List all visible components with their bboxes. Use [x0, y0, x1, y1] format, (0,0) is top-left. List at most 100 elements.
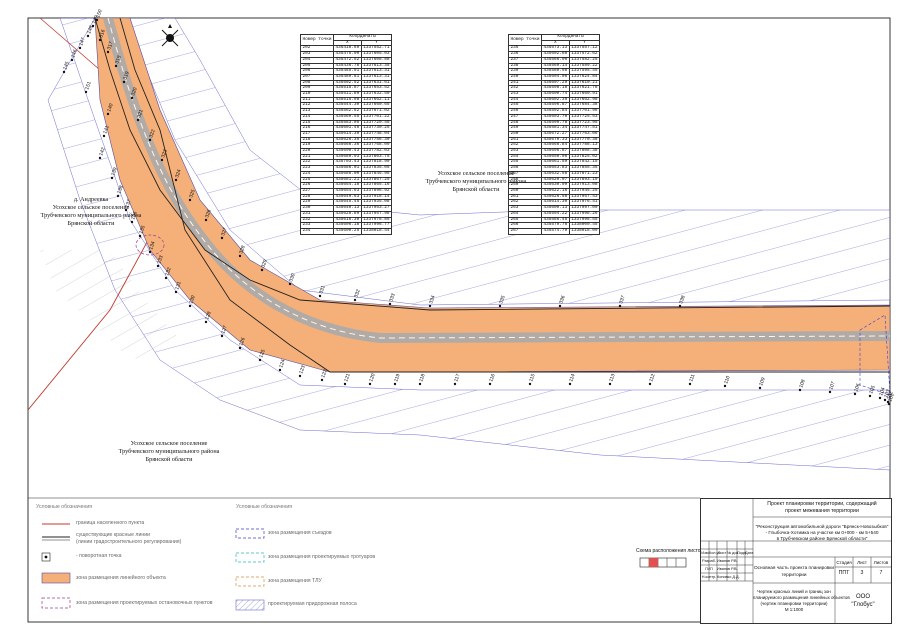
- legend-item-point: - поворотная точка: [76, 553, 122, 559]
- turning-point-marker: [148, 138, 152, 142]
- table-cell: 262: [508, 199, 542, 207]
- turning-point-marker: [608, 382, 612, 386]
- table-cell: 233: [300, 222, 334, 229]
- turning-point-label: 324: [174, 169, 183, 179]
- table-cell: 228: [300, 193, 334, 201]
- table-cell: 255: [508, 159, 542, 167]
- settlement-label-line: Трубчевского муниципального района: [40, 212, 142, 219]
- turning-point-label: 139: [110, 167, 119, 177]
- table-cell: 1337867.25: [360, 176, 393, 184]
- turning-point-label: 101: [887, 393, 896, 403]
- table-cell: 1337557.12: [568, 45, 601, 53]
- table-cell: 1337818.90: [360, 159, 393, 167]
- turning-point-marker: [98, 156, 102, 160]
- legend-item-tlu: зона размещения ТЛУ: [268, 578, 322, 584]
- turning-point-label: 321: [136, 109, 145, 119]
- turning-point-marker: [343, 382, 347, 386]
- settlement-label-line: Брянской области: [145, 456, 193, 463]
- turning-point-label: 118: [418, 373, 426, 383]
- table-cell: 1337730.25: [360, 125, 393, 132]
- signer-1-col4: № док.: [727, 551, 740, 555]
- turning-point-marker: [136, 118, 140, 122]
- turning-point-marker: [868, 394, 872, 398]
- settlement-label-line: Брянской области: [452, 186, 500, 193]
- table-cell: 202: [300, 45, 334, 53]
- turning-point-label: 327: [220, 227, 229, 237]
- table-cell: 1337803.75: [360, 153, 393, 161]
- turning-point-label: 334: [428, 295, 437, 305]
- turning-point-marker: [220, 236, 224, 240]
- turning-point-label: 146: [70, 49, 79, 59]
- turning-point-marker: [353, 298, 357, 302]
- table-cell: 218: [300, 136, 334, 144]
- table-cell: 266: [508, 222, 542, 229]
- table-cell: 234: [300, 227, 334, 235]
- turning-point-marker: [62, 70, 66, 74]
- table-cell: 1337788.13: [568, 142, 601, 150]
- legend-item-sidewalks: зона размещения проектируемых тротуаров: [268, 554, 376, 560]
- turning-point-label: 140: [106, 103, 115, 113]
- turning-point-marker: [678, 304, 682, 308]
- turning-point-label: 335: [498, 295, 507, 305]
- sheet-title-2: территории: [781, 572, 807, 577]
- turning-point-marker: [102, 134, 106, 138]
- turning-point-label: 149: [91, 15, 100, 25]
- signer-1-col6: Дата: [745, 551, 754, 555]
- legend-title-left: Условные обозначения: [36, 504, 93, 510]
- table-cell: 1337748.04: [360, 130, 393, 138]
- legend-item-stops: зона размещения проектируемых остановочн…: [76, 600, 213, 606]
- turning-point-marker: [853, 392, 857, 396]
- turning-point-marker: [130, 220, 134, 224]
- table-cell: 249: [508, 125, 542, 132]
- turning-point-label: 145: [62, 61, 71, 71]
- turning-point-label: 150: [95, 9, 104, 19]
- turning-point-marker: [188, 198, 192, 202]
- sheet-scheme-label: Схема расположения листов: [636, 548, 704, 554]
- turning-point-marker: [688, 382, 692, 386]
- turning-point-label: 122: [320, 369, 329, 379]
- turning-point-label: 333: [388, 293, 397, 303]
- turning-point-label: 109: [758, 377, 767, 387]
- turning-point-label: 127: [220, 325, 229, 335]
- turning-point-marker: [883, 398, 887, 402]
- turning-point-label: 141: [102, 125, 111, 135]
- turning-point-label: 114: [568, 373, 576, 383]
- turning-point-marker: [95, 18, 99, 22]
- turning-point-marker: [618, 304, 622, 308]
- turning-point-marker: [110, 176, 114, 180]
- sheet-value: 3: [860, 570, 864, 576]
- table-cell: 227: [300, 188, 334, 195]
- table-cell: 1337855.35: [568, 165, 601, 172]
- drawing-title-2: планируемого размещения линейных объекто…: [753, 595, 850, 600]
- table-cell: 1338000.45: [568, 222, 601, 229]
- legend-item-red-lines: существующие красные линии: [76, 532, 151, 538]
- turning-point-label: 318: [114, 55, 123, 65]
- table-cell: 231: [300, 210, 334, 218]
- table-cell: 220: [300, 148, 334, 155]
- table-cell: 265: [508, 216, 542, 224]
- legend-item-road-zone: зона размещения линейного объекта: [76, 575, 166, 581]
- turning-point-marker: [418, 382, 422, 386]
- signer-1-role: Изм.: [701, 551, 710, 555]
- turning-point-marker: [160, 158, 164, 162]
- table-cell: 216: [300, 125, 334, 132]
- table-cell: 1337842.15: [568, 159, 601, 167]
- turning-point-marker: [130, 96, 134, 100]
- table-cell: 237: [508, 56, 542, 64]
